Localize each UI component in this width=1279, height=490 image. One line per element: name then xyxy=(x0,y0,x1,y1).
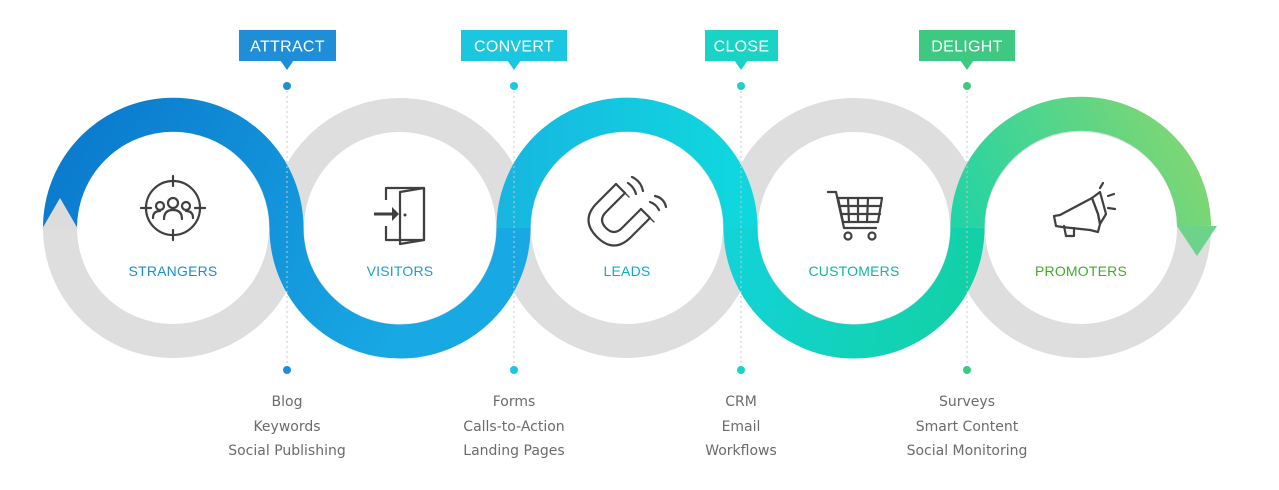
journey-wave xyxy=(43,96,1211,359)
tactics-attract: Blog Keywords Social Publishing xyxy=(207,390,367,464)
tactic-item: CRM xyxy=(725,394,757,410)
tactic-item: Social Publishing xyxy=(228,443,346,459)
tactic-item: Workflows xyxy=(705,443,777,459)
stage-label-customers: CUSTOMERS xyxy=(809,263,900,279)
wave-strangers-top xyxy=(43,97,304,229)
wave-promoters-top xyxy=(950,96,1211,229)
dot-bottom-delight xyxy=(963,366,971,374)
tactics-close: CRM Email Workflows xyxy=(661,390,821,464)
phase-tag-label: DELIGHT xyxy=(931,39,1002,56)
phase-tag-label: ATTRACT xyxy=(250,39,325,56)
stage-label-leads: LEADS xyxy=(604,263,651,279)
stage-label-visitors: VISITORS xyxy=(367,263,434,279)
dot-top-delight xyxy=(963,82,971,90)
tactic-item: Surveys xyxy=(939,394,995,410)
wave-visitors-bottom xyxy=(269,227,531,359)
tactic-item: Calls-to-Action xyxy=(463,418,565,435)
wave-customers-bottom xyxy=(723,227,985,359)
dot-top-close xyxy=(737,82,745,90)
phase-tag-convert: CONVERT xyxy=(461,30,567,70)
connectors xyxy=(283,82,971,374)
dot-top-convert xyxy=(510,82,518,90)
dot-bottom-attract xyxy=(283,366,291,374)
stage-label-strangers: STRANGERS xyxy=(129,263,218,279)
target-group-icon xyxy=(139,174,207,242)
dot-bottom-convert xyxy=(510,366,518,374)
tactic-item: Smart Content xyxy=(915,418,1019,435)
tactic-item: Landing Pages xyxy=(463,443,565,459)
dot-top-attract xyxy=(283,82,291,90)
door-enter-icon xyxy=(374,186,426,246)
arrow-right-head xyxy=(1177,226,1217,256)
tactic-item: Forms xyxy=(492,394,536,410)
tactics-delight: Surveys Smart Content Social Monitoring xyxy=(887,390,1047,464)
tactics-convert: Forms Calls-to-Action Landing Pages xyxy=(434,390,594,464)
dot-bottom-close xyxy=(737,366,745,374)
stage-label-promoters: PROMOTERS xyxy=(1035,263,1127,279)
phase-tag-label: CONVERT xyxy=(474,39,554,56)
tactic-item: Social Monitoring xyxy=(906,443,1028,459)
phase-tag-delight: DELIGHT xyxy=(919,30,1015,70)
phase-tag-close: CLOSE xyxy=(705,30,778,70)
phase-tag-attract: ATTRACT xyxy=(239,30,336,70)
phase-tag-label: CLOSE xyxy=(714,39,770,56)
megaphone-icon xyxy=(1052,181,1117,238)
tactic-item: Keywords xyxy=(253,418,321,435)
tactic-item: Blog xyxy=(271,394,303,410)
arrow-left-head xyxy=(42,198,78,229)
tactic-item: Email xyxy=(721,418,761,435)
magnet-icon xyxy=(587,175,668,247)
wave-leads-top xyxy=(496,97,758,229)
shopping-cart-icon xyxy=(826,190,884,241)
